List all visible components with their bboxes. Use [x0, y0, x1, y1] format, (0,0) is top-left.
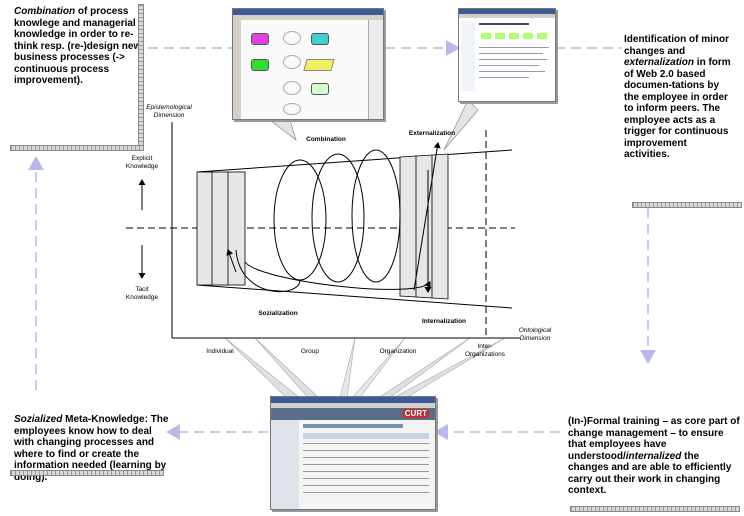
- wiki-screenshot: [458, 8, 556, 102]
- tacit-knowledge-label: Tacit Knowledge: [125, 286, 159, 301]
- x-axis-label: Ontological Dimension: [518, 327, 552, 342]
- sozialization-label: Sozialization: [258, 310, 298, 317]
- sozialization-description: Sozialized Meta-Knowledge: The employees…: [14, 414, 169, 483]
- individual-block: [196, 171, 246, 286]
- externalization-label: Externalization: [408, 130, 456, 137]
- process-modeler-screenshot: [232, 8, 384, 120]
- callout-pointer-top-right: [443, 99, 479, 151]
- y-axis-label: Epistemological Dimension: [146, 104, 192, 119]
- explicit-knowledge-label: Explicit Knowledge: [125, 155, 159, 170]
- x-tick-group: Group: [300, 348, 320, 355]
- externalization-description: Identification of minor changes and exte…: [624, 34, 731, 160]
- learning-platform-screenshot: CURT: [270, 396, 436, 510]
- combination-description: Combination of process knowlege and mana…: [14, 6, 142, 86]
- callout-pointer-top-left: [268, 119, 297, 142]
- x-tick-inter-organizations: Inter-Organizations: [464, 343, 506, 358]
- x-tick-individual: Individual: [206, 348, 234, 355]
- internalization-label: Internalization: [421, 318, 467, 325]
- combination-label: Combination: [306, 136, 346, 143]
- brand-logo: CURT: [402, 409, 429, 418]
- x-tick-organization: Organization: [379, 348, 417, 355]
- internalization-description: (In-)Formal training – as core part of c…: [568, 416, 740, 496]
